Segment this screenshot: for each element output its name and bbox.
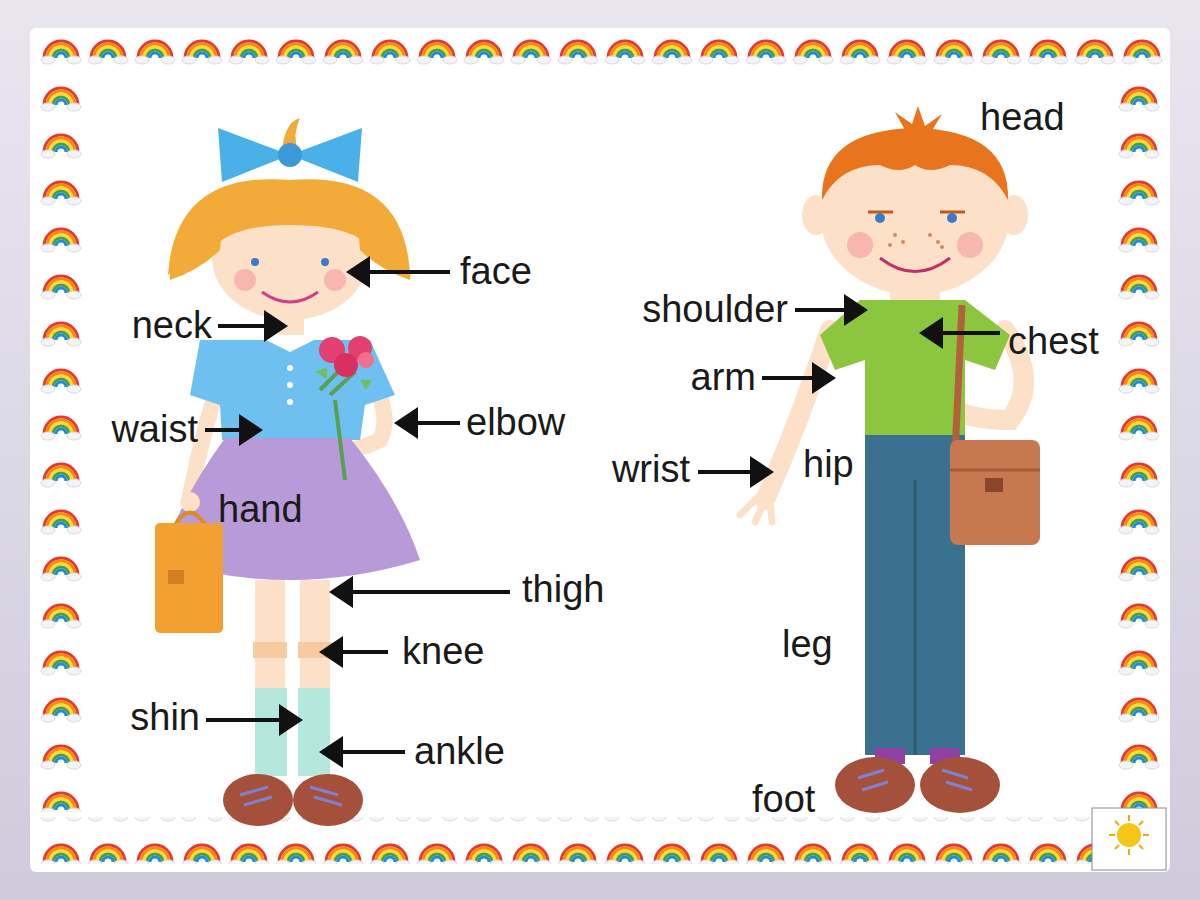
- part-label: head: [980, 97, 1065, 139]
- part-label: shoulder: [642, 289, 788, 331]
- part-label: leg: [782, 624, 833, 666]
- part-label: chest: [1008, 321, 1099, 363]
- part-label: ankle: [414, 731, 505, 773]
- part-label: waist: [111, 409, 198, 451]
- part-label: hip: [803, 444, 854, 486]
- part-label: hand: [218, 489, 303, 531]
- part-label: face: [460, 251, 532, 293]
- leader-arrows: [205, 272, 1000, 752]
- part-label: shin: [130, 697, 200, 739]
- part-label: foot: [752, 779, 815, 821]
- part-label: elbow: [466, 402, 565, 444]
- part-label: thigh: [522, 569, 604, 611]
- part-label: knee: [402, 631, 484, 673]
- part-label: arm: [691, 357, 756, 399]
- part-label: neck: [132, 305, 212, 347]
- part-label: wrist: [612, 449, 690, 491]
